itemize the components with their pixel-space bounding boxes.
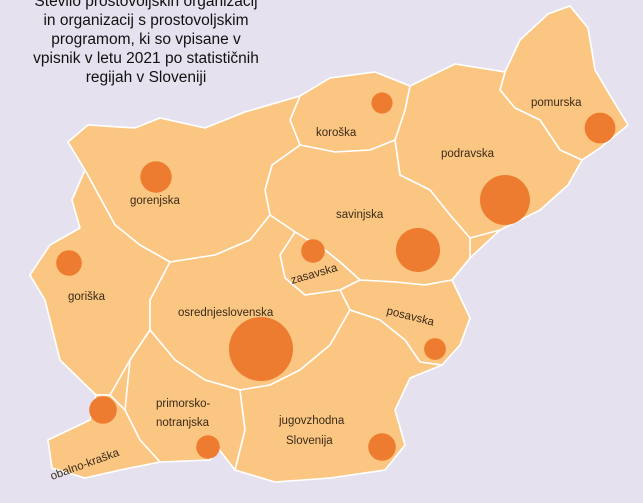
region-obalno-kraska [47,394,161,479]
label-podravska: podravska [441,148,495,160]
label-goriska: goriška [68,291,106,303]
bubble-goriska [56,250,82,276]
bubble-primorsko-notranjska [196,435,220,459]
bubble-koroska [371,92,393,114]
label-pomurska: pomurska [531,97,582,109]
bubble-gorenjska [140,161,172,193]
bubble-zasavska [301,239,325,263]
label-primorsko-notranjska: primorsko- notranjska [156,398,214,429]
bubble-jugovzhodna [368,433,396,461]
label-jugovzhodna-line2: Slovenija [286,435,333,447]
bubble-posavska [424,338,446,360]
label-primorsko-line1: primorsko- [156,398,210,410]
region-koroska [289,71,411,153]
label-gorenjska: gorenjska [130,195,180,207]
bubble-podravska [480,175,530,225]
bubble-osrednjeslovenska [229,317,293,381]
bubble-pomurska [584,112,616,144]
bubble-obalno-kraska [89,396,117,424]
label-jugovzhodna-line1: jugovzhodna [278,415,345,427]
label-koroska: koroška [316,127,357,139]
bubble-savinjska [395,227,441,273]
label-osrednjeslovenska: osrednjeslovenska [178,307,274,319]
label-jugovzhodna: jugovzhodna Slovenija [278,415,347,447]
label-savinjska: savinjska [336,209,384,221]
map-title: Število prostovoljskih organizacij in or… [33,0,259,86]
label-primorsko-line2: notranjska [156,417,210,429]
